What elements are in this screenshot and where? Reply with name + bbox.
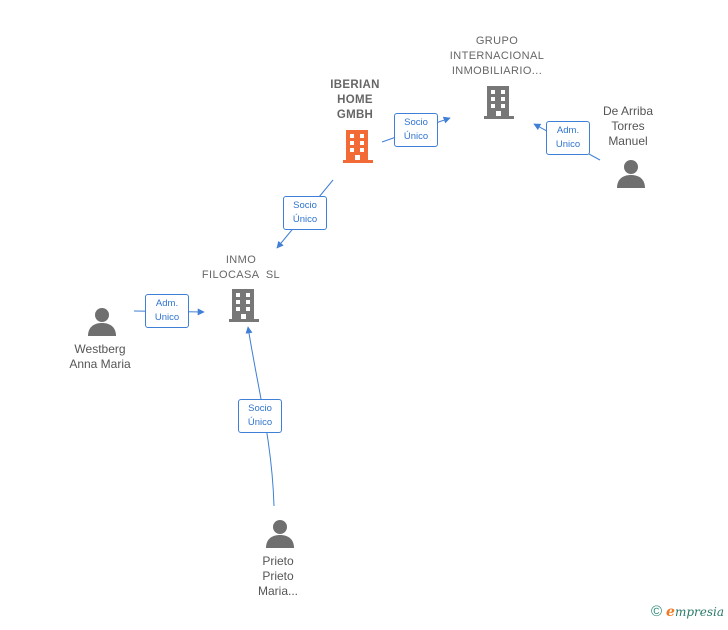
brand-name: mpresia bbox=[674, 604, 724, 619]
grupo-label-line-2: INTERNACIONAL bbox=[449, 50, 545, 62]
edge-label-line-1: Socio bbox=[293, 200, 317, 211]
edge-label-prieto-inmo[interactable]: Socio Único bbox=[238, 399, 282, 433]
building-icon-grupo[interactable] bbox=[483, 84, 515, 120]
grupo-label-line-1: GRUPO bbox=[475, 35, 519, 47]
iberian-label-line-2: HOME bbox=[337, 94, 373, 106]
edge-label-iberian-grupo[interactable]: Socio Único bbox=[394, 113, 438, 147]
edge-label-line-1: Adm. bbox=[155, 298, 179, 309]
prieto-label-line-2: Prieto bbox=[262, 569, 294, 583]
brand-logo[interactable]: empresia bbox=[666, 604, 724, 620]
footer-brand: © empresia bbox=[651, 603, 724, 620]
edge-label-westberg-inmo[interactable]: Adm. Unico bbox=[145, 294, 189, 328]
prieto-label-line-1: Prieto bbox=[262, 554, 294, 568]
iberian-label-line-1: IBERIAN bbox=[330, 79, 380, 91]
person-icon-prieto[interactable] bbox=[264, 517, 296, 549]
dearriba-label-line-1: De Arriba bbox=[602, 104, 654, 118]
copyright-symbol: © bbox=[650, 603, 663, 620]
person-icon-dearriba[interactable] bbox=[615, 157, 647, 189]
edge-label-line-1: Socio bbox=[404, 117, 428, 128]
company-label-iberian[interactable]: IBERIAN HOME GMBH bbox=[315, 78, 395, 123]
inmo-label-line-1: INMO bbox=[225, 254, 257, 266]
edge-label-line-2: Unico bbox=[555, 139, 581, 150]
edge-label-line-2: Unico bbox=[154, 312, 180, 323]
prieto-label-line-3: Maria... bbox=[257, 584, 298, 598]
person-icon-westberg[interactable] bbox=[86, 305, 118, 337]
westberg-label-line-1: Westberg bbox=[74, 342, 126, 356]
company-label-inmo[interactable]: INMO FILOCASA SL bbox=[190, 253, 292, 283]
westberg-label-line-2: Anna Maria bbox=[69, 357, 131, 371]
inmo-label-line-2: FILOCASA SL bbox=[201, 269, 281, 281]
edge-label-dearriba-grupo[interactable]: Adm. Unico bbox=[546, 121, 590, 155]
company-label-grupo[interactable]: GRUPO INTERNACIONAL INMOBILIARIO... bbox=[437, 34, 557, 79]
person-label-prieto[interactable]: Prieto Prieto Maria... bbox=[238, 554, 318, 599]
dearriba-label-line-3: Manuel bbox=[608, 134, 648, 148]
grupo-label-line-3: INMOBILIARIO... bbox=[451, 65, 543, 77]
person-label-dearriba[interactable]: De Arriba Torres Manuel bbox=[588, 104, 668, 149]
building-icon-iberian[interactable] bbox=[342, 128, 374, 164]
edge-label-line-2: Único bbox=[403, 131, 429, 142]
building-icon-inmo[interactable] bbox=[228, 287, 260, 323]
edge-label-line-1: Socio bbox=[248, 403, 272, 414]
person-label-westberg[interactable]: Westberg Anna Maria bbox=[55, 342, 145, 372]
brand-initial: e bbox=[666, 603, 675, 620]
edge-label-line-1: Adm. bbox=[556, 125, 580, 136]
dearriba-label-line-2: Torres bbox=[611, 119, 645, 133]
edge-label-iberian-inmo[interactable]: Socio Único bbox=[283, 196, 327, 230]
edge-label-line-2: Único bbox=[247, 417, 273, 428]
edge-label-line-2: Único bbox=[292, 214, 318, 225]
iberian-label-line-3: GMBH bbox=[336, 109, 374, 121]
